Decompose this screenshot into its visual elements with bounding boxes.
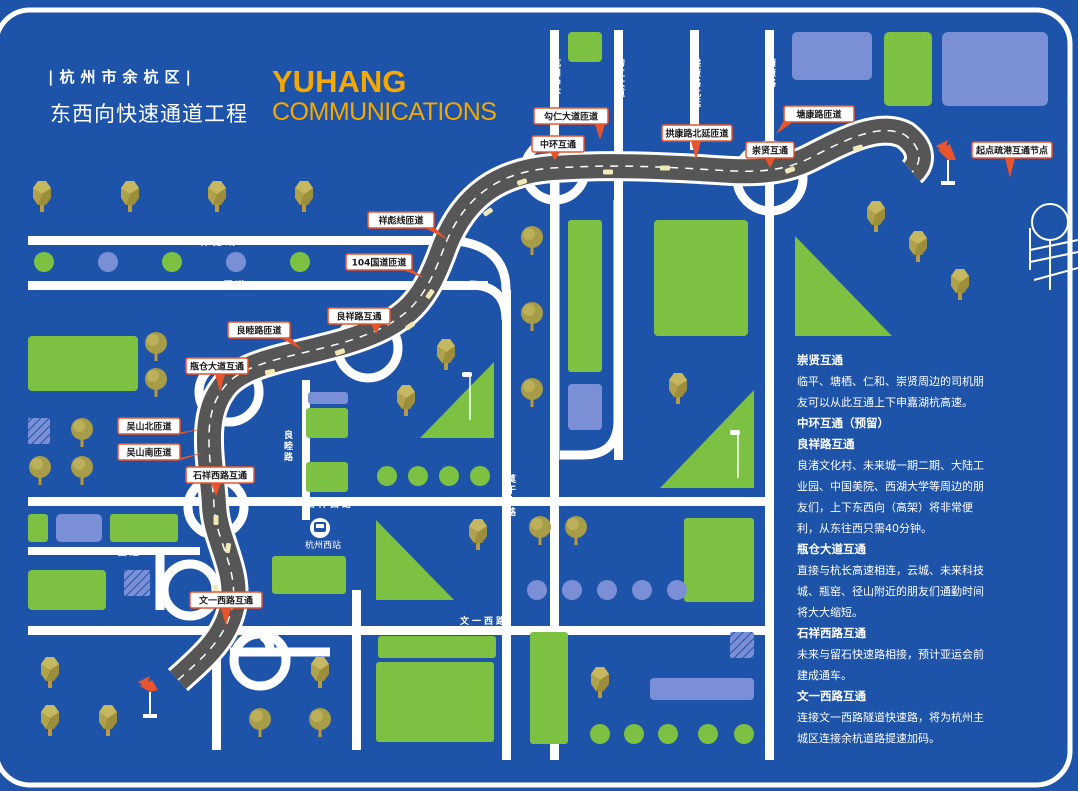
road-moganshan — [502, 290, 511, 760]
periwinkle-blocks — [56, 32, 1048, 700]
info-panel: 崇贤互通 临平、塘栖、仁和、崇贤周边的司机朋友可以从此互通上下申嘉湖杭高速。 中… — [797, 350, 987, 749]
interchange-text: 拱康路北延匝道 — [665, 128, 728, 140]
road-label-g235: 235国道 — [90, 546, 142, 558]
map-frame — [0, 7, 1073, 788]
start-arrow-icon — [936, 140, 956, 185]
interchange-label-g104-ramp: 104国道匝道 — [345, 253, 424, 278]
road-label-moganshan: 莫干山路 — [505, 473, 517, 518]
interchange-text: 塘康路匝道 — [796, 109, 841, 121]
road-label-liangxiao: 良睦路 — [282, 429, 293, 463]
interchange-text: 吴山南匝道 — [126, 447, 171, 459]
info-title-shixiangxi: 石祥西路互通 — [797, 626, 866, 640]
road-wenyixi — [28, 626, 768, 635]
road-label-xiangbiao: 祥彪线 — [200, 236, 239, 248]
bus-icon — [310, 518, 330, 538]
info-body-pingcang: 直接与杭长高速相连，云城、未来科技城、瓶窑、径山附近的朋友们通勤时间将大大缩短。 — [797, 564, 984, 619]
interchange-label-shixiangxi: 石祥西路互通 — [185, 466, 255, 496]
brand-logo-line1: YUHANG — [272, 64, 407, 99]
brand-logo-line2: COMMUNICATIONS — [272, 98, 497, 126]
interchange-label-wushan-south: 吴山南匝道 — [117, 443, 206, 461]
info-title-chongxian: 崇贤互通 — [797, 353, 843, 367]
interchange-text: 中环互通 — [540, 139, 576, 151]
interchange-text: 良祥路互通 — [336, 311, 381, 323]
interchange-label-gouren-ramp: 勾仁大道匝道 — [533, 107, 609, 140]
info-title-zhonghuan: 中环互通（预留） — [797, 416, 889, 430]
info-title-pingcang: 瓶仓大道互通 — [797, 542, 866, 556]
interchange-text: 石祥西路互通 — [192, 470, 247, 482]
info-body-wenyixi: 连接文一西路隧道快速路，将为杭州主城区连接余杭道路提速加码。 — [797, 711, 984, 745]
road-104 — [28, 281, 488, 290]
road-label-shixiangxi: 石祥西路 — [305, 498, 354, 510]
elevated-highway — [167, 115, 934, 692]
interchange-text: 良睦路匝道 — [236, 325, 281, 337]
interchange-text: 吴山北匝道 — [126, 421, 171, 433]
info-body-liangxiang: 良渚文化村、未来城一期二期、大陆工业园、中国美院、西湖大学等周边的朋友们，上下东… — [797, 459, 984, 535]
road-label-wenyixi: 文一西路 — [459, 615, 508, 627]
interchange-text: 瓶仓大道互通 — [190, 361, 244, 373]
interchange-label-tangkang-ramp: 塘康路匝道 — [776, 105, 855, 134]
info-body-shixiangxi: 未来与留石快速路相接，预计亚运会前建成通车。 — [797, 648, 984, 682]
green-blocks — [28, 32, 932, 744]
interchange-text: 勾仁大道匝道 — [544, 111, 598, 123]
info-title-liangxiang: 良祥路互通 — [797, 437, 855, 451]
interchange-label-liangxiang: 良祥路互通 — [327, 307, 391, 334]
interchange-label-xiangbiao-ramp: 祥彪线匝道 — [367, 211, 448, 240]
interchange-label-pingcang: 瓶仓大道互通 — [185, 357, 249, 392]
road-235 — [28, 547, 200, 555]
interchange-label-liangxiao-ramp: 良睦路匝道 — [227, 321, 302, 350]
interchange-label-start-node: 起点疏港互通节点 — [971, 141, 1053, 178]
road-xiangbiao — [28, 236, 438, 245]
interchange-label-wushan-north: 吴山北匝道 — [117, 417, 206, 435]
interchange-text: 104国道匝道 — [352, 257, 407, 269]
road-label-g104: 104国道 — [196, 279, 248, 291]
info-body-chongxian: 临平、塘栖、仁和、崇贤周边的司机朋友可以从此互通上下申嘉湖杭高速。 — [797, 375, 984, 409]
info-title-wenyixi: 文一西路互通 — [797, 689, 866, 703]
interchange-text: 起点疏港互通节点 — [975, 145, 1048, 157]
end-arrow-icon — [138, 676, 158, 718]
interchange-text: 祥彪线匝道 — [378, 215, 423, 227]
interchange-text: 崇贤互通 — [752, 145, 788, 157]
interchange-text: 文一西路互通 — [198, 595, 253, 607]
project-title: 东西向快速通道工程 — [50, 102, 248, 126]
road-shixiangxi — [28, 497, 768, 506]
interchange-label-chongxian: 崇贤互通 — [745, 141, 795, 168]
road-label-gongkang: 拱康路北延 — [690, 57, 702, 108]
road-liangxiao — [302, 380, 310, 520]
interchange-label-zhonghuan: 中环互通 — [531, 135, 585, 160]
station-name: 杭州西站 — [305, 539, 341, 551]
road-label-gouren: 勾仁大道 — [614, 57, 625, 98]
region-title: |杭州市余杭区| — [48, 68, 197, 86]
interchange-label-wenyixi: 文一西路互通 — [189, 591, 263, 626]
road-label-zhonghuan: 杭州中环 — [550, 57, 562, 98]
road-label-tangkang: 塘康路 — [765, 57, 776, 88]
interchange-label-gongkang-ramp: 拱康路北延匝道 — [661, 124, 733, 160]
